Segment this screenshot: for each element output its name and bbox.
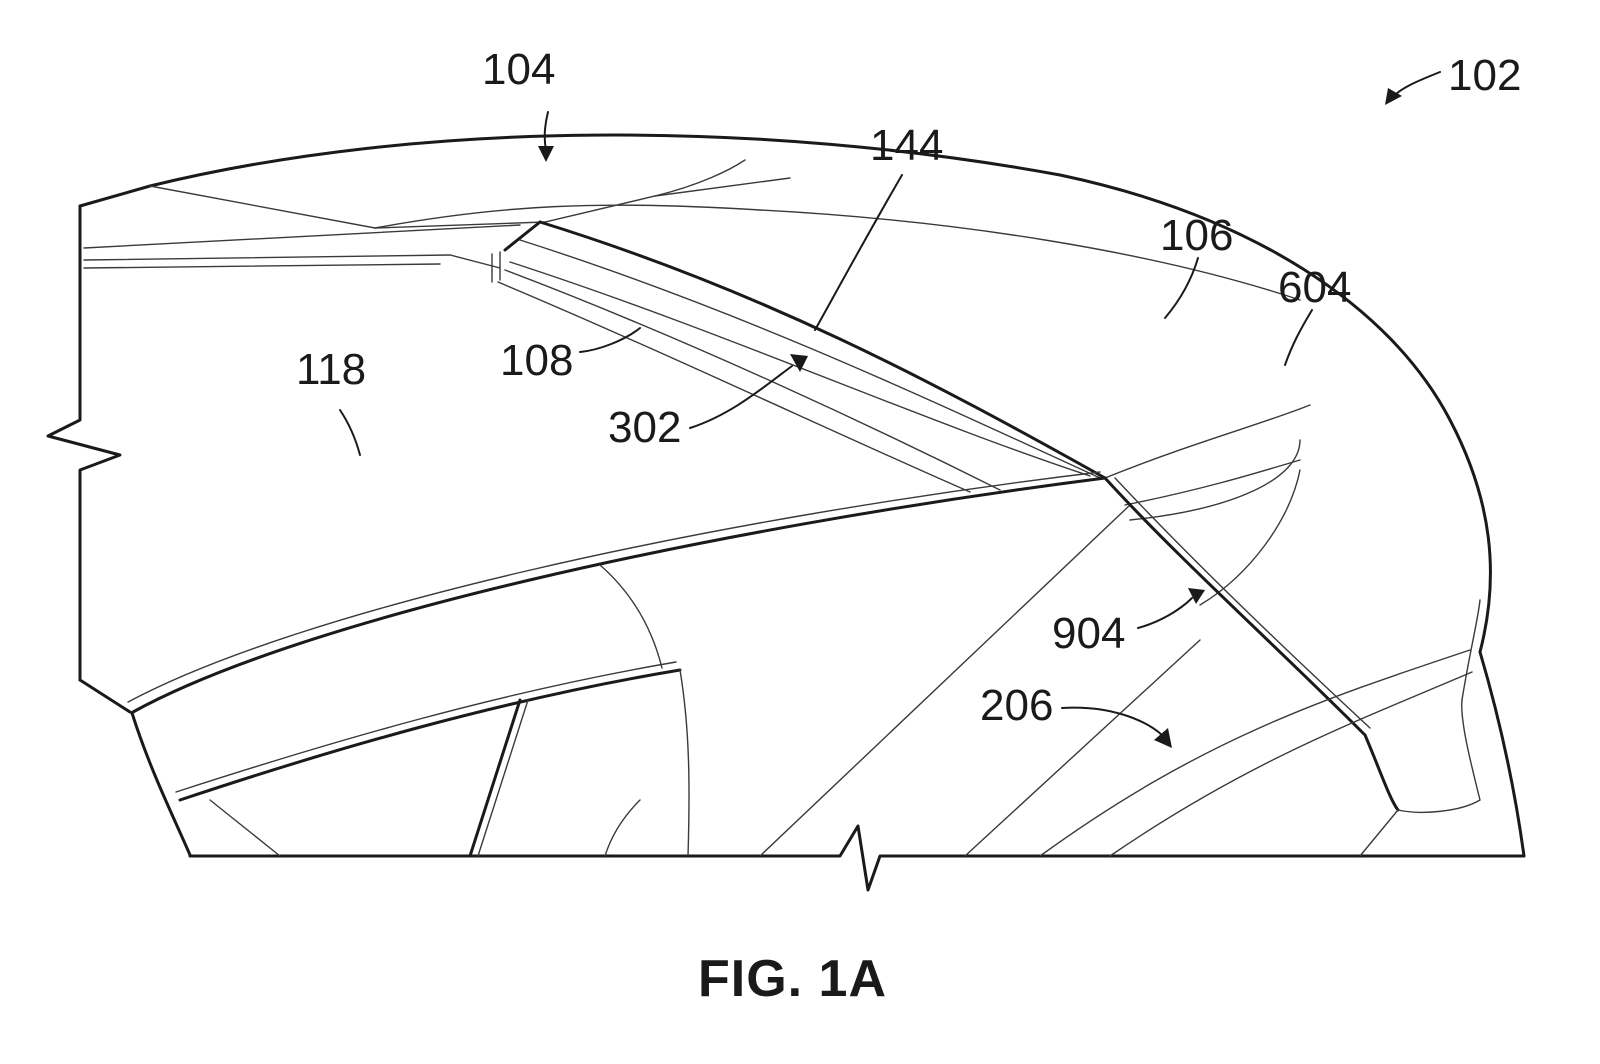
ref-302: 302	[608, 403, 681, 452]
side-panel	[128, 472, 1200, 856]
ref-144: 144	[870, 121, 943, 170]
ref-604: 604	[1278, 263, 1351, 312]
ref-904: 904	[1052, 609, 1125, 658]
vehicle-body-outline	[48, 135, 1524, 890]
ref-106: 106	[1160, 211, 1233, 260]
figure-caption: FIG. 1A	[698, 950, 887, 1008]
upper-rail-structure	[84, 160, 1300, 300]
ref-206: 206	[980, 681, 1053, 730]
rear-pillar	[1040, 478, 1480, 856]
ref-104: 104	[482, 45, 555, 94]
ref-118: 118	[296, 345, 366, 394]
reference-numerals: 102 104 144 106 604 108 118 302 904 206	[296, 45, 1521, 730]
ref-102: 102	[1448, 51, 1521, 100]
ref-108: 108	[500, 336, 573, 385]
